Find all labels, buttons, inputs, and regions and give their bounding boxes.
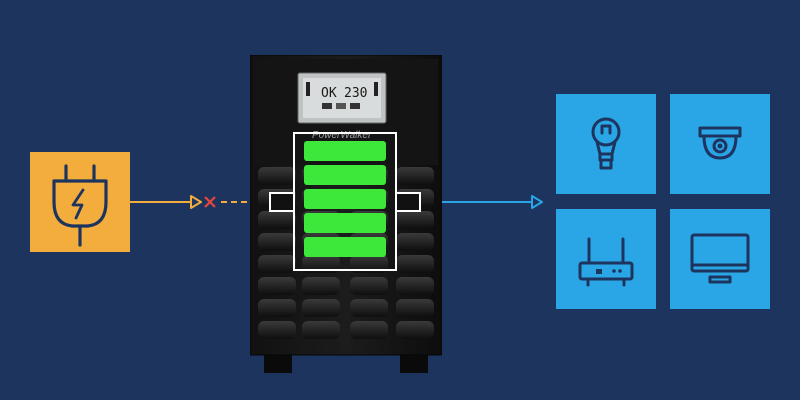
input-power-tile — [30, 152, 130, 252]
light-bulb-icon — [591, 117, 621, 170]
monitor-icon — [690, 233, 750, 284]
lcd-status-text: OK — [321, 86, 337, 101]
battery-bar — [304, 141, 386, 161]
output-line — [425, 195, 543, 209]
battery-bar — [304, 189, 386, 209]
device-tile-router — [556, 209, 656, 309]
battery-bar — [304, 213, 386, 233]
input-line — [130, 195, 202, 209]
brand-label: PowerWalker — [312, 130, 372, 141]
device-tile-camera — [670, 94, 770, 194]
device-tile-light — [556, 94, 656, 194]
power-plug-icon — [52, 164, 108, 247]
router-icon — [578, 237, 634, 287]
device-tile-monitor — [670, 209, 770, 309]
battery-indicator — [269, 132, 421, 271]
ups-unit: OK 230 PowerWalker — [250, 55, 442, 373]
battery-bar — [304, 165, 386, 185]
security-camera-icon — [698, 126, 742, 160]
battery-bar — [304, 237, 386, 257]
lcd-voltage-text: 230 — [344, 86, 367, 101]
lcd-display: OK 230 — [297, 72, 387, 124]
x-mark-icon — [204, 196, 216, 208]
